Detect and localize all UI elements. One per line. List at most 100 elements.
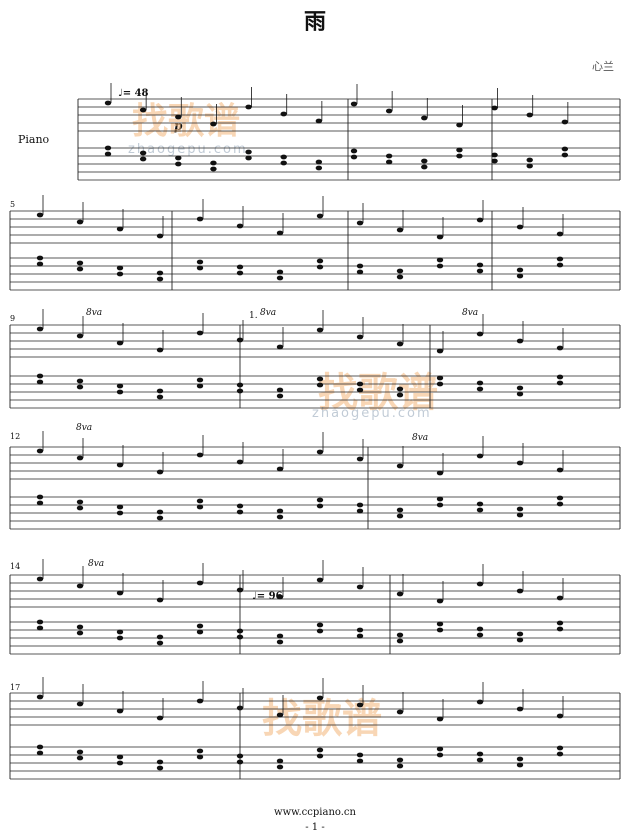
note-head <box>276 275 284 281</box>
note-head <box>280 154 287 160</box>
note-head <box>316 503 324 509</box>
note-head <box>36 494 44 500</box>
note-head <box>36 212 44 218</box>
note-head <box>356 752 364 758</box>
note-head <box>556 626 564 632</box>
note-head <box>210 121 217 127</box>
note-head <box>396 709 404 715</box>
note-head <box>236 587 244 593</box>
note-head <box>236 509 244 515</box>
note-head <box>156 515 164 521</box>
note-head <box>36 448 44 454</box>
note-head <box>436 496 444 502</box>
note-head <box>116 510 124 516</box>
staff-systems <box>9 83 621 780</box>
note-head <box>76 755 84 761</box>
note-head <box>396 507 404 513</box>
note-head <box>421 115 428 121</box>
note-head <box>396 591 404 597</box>
octava-mark: 8va <box>86 308 103 318</box>
note-head <box>356 584 364 590</box>
note-head <box>556 380 564 386</box>
note-head <box>236 264 244 270</box>
note-head <box>139 156 147 162</box>
note-head <box>76 384 84 390</box>
note-head <box>476 268 484 274</box>
note-head <box>526 163 533 169</box>
note-head <box>196 504 204 510</box>
note-head <box>36 373 44 379</box>
note-head <box>116 504 124 510</box>
note-head <box>316 622 324 628</box>
note-head <box>561 146 569 152</box>
note-head <box>356 263 364 269</box>
note-head <box>245 104 252 110</box>
note-head <box>76 455 84 461</box>
note-head <box>316 382 324 388</box>
note-head <box>236 223 244 229</box>
note-head <box>315 159 323 165</box>
note-head <box>196 377 204 383</box>
note-head <box>516 391 524 397</box>
note-head <box>36 500 44 506</box>
note-head <box>276 758 284 764</box>
note-head <box>556 713 564 719</box>
note-head <box>116 754 124 760</box>
note-head <box>476 453 484 459</box>
note-head <box>236 382 244 388</box>
note-head <box>316 577 324 583</box>
note-head <box>196 216 204 222</box>
note-head <box>356 456 364 462</box>
note-head <box>236 459 244 465</box>
note-head <box>436 627 444 633</box>
note-head <box>356 269 364 275</box>
note-head <box>396 268 404 274</box>
note-head <box>350 148 358 154</box>
note-head <box>396 227 404 233</box>
note-head <box>316 327 324 333</box>
note-head <box>556 620 564 626</box>
note-head <box>556 345 564 351</box>
note-head <box>236 628 244 634</box>
note-head <box>276 594 284 600</box>
note-head <box>245 155 252 161</box>
octava-mark: 8va <box>88 559 105 569</box>
note-head <box>476 331 484 337</box>
note-head <box>516 588 524 594</box>
note-head <box>76 624 84 630</box>
note-head <box>196 265 204 271</box>
note-head <box>175 114 182 120</box>
note-head <box>356 334 364 340</box>
note-head <box>316 753 324 759</box>
note-head <box>196 452 204 458</box>
note-head <box>526 157 533 163</box>
note-head <box>36 750 44 756</box>
note-head <box>476 581 484 587</box>
note-head <box>561 152 569 158</box>
note-head <box>396 632 404 638</box>
note-head <box>236 388 244 394</box>
measure-number-17: 17 <box>10 683 21 692</box>
octava-mark: 8va <box>76 423 93 433</box>
note-head <box>456 153 463 159</box>
note-head <box>356 387 364 393</box>
note-head <box>116 226 124 232</box>
note-head <box>116 629 124 635</box>
note-head <box>76 266 84 272</box>
note-head <box>104 145 112 151</box>
note-head <box>476 632 484 638</box>
note-head <box>356 627 364 633</box>
note-head <box>316 747 324 753</box>
note-head <box>236 503 244 509</box>
note-head <box>156 509 164 515</box>
note-head <box>396 638 404 644</box>
note-head <box>236 753 244 759</box>
note-head <box>350 101 358 107</box>
footer-url[interactable]: www.ccpiano.cn <box>274 807 356 818</box>
note-head <box>526 112 533 118</box>
note-head <box>516 224 524 230</box>
note-head <box>175 155 182 161</box>
note-head <box>356 508 364 514</box>
note-head <box>196 259 204 265</box>
